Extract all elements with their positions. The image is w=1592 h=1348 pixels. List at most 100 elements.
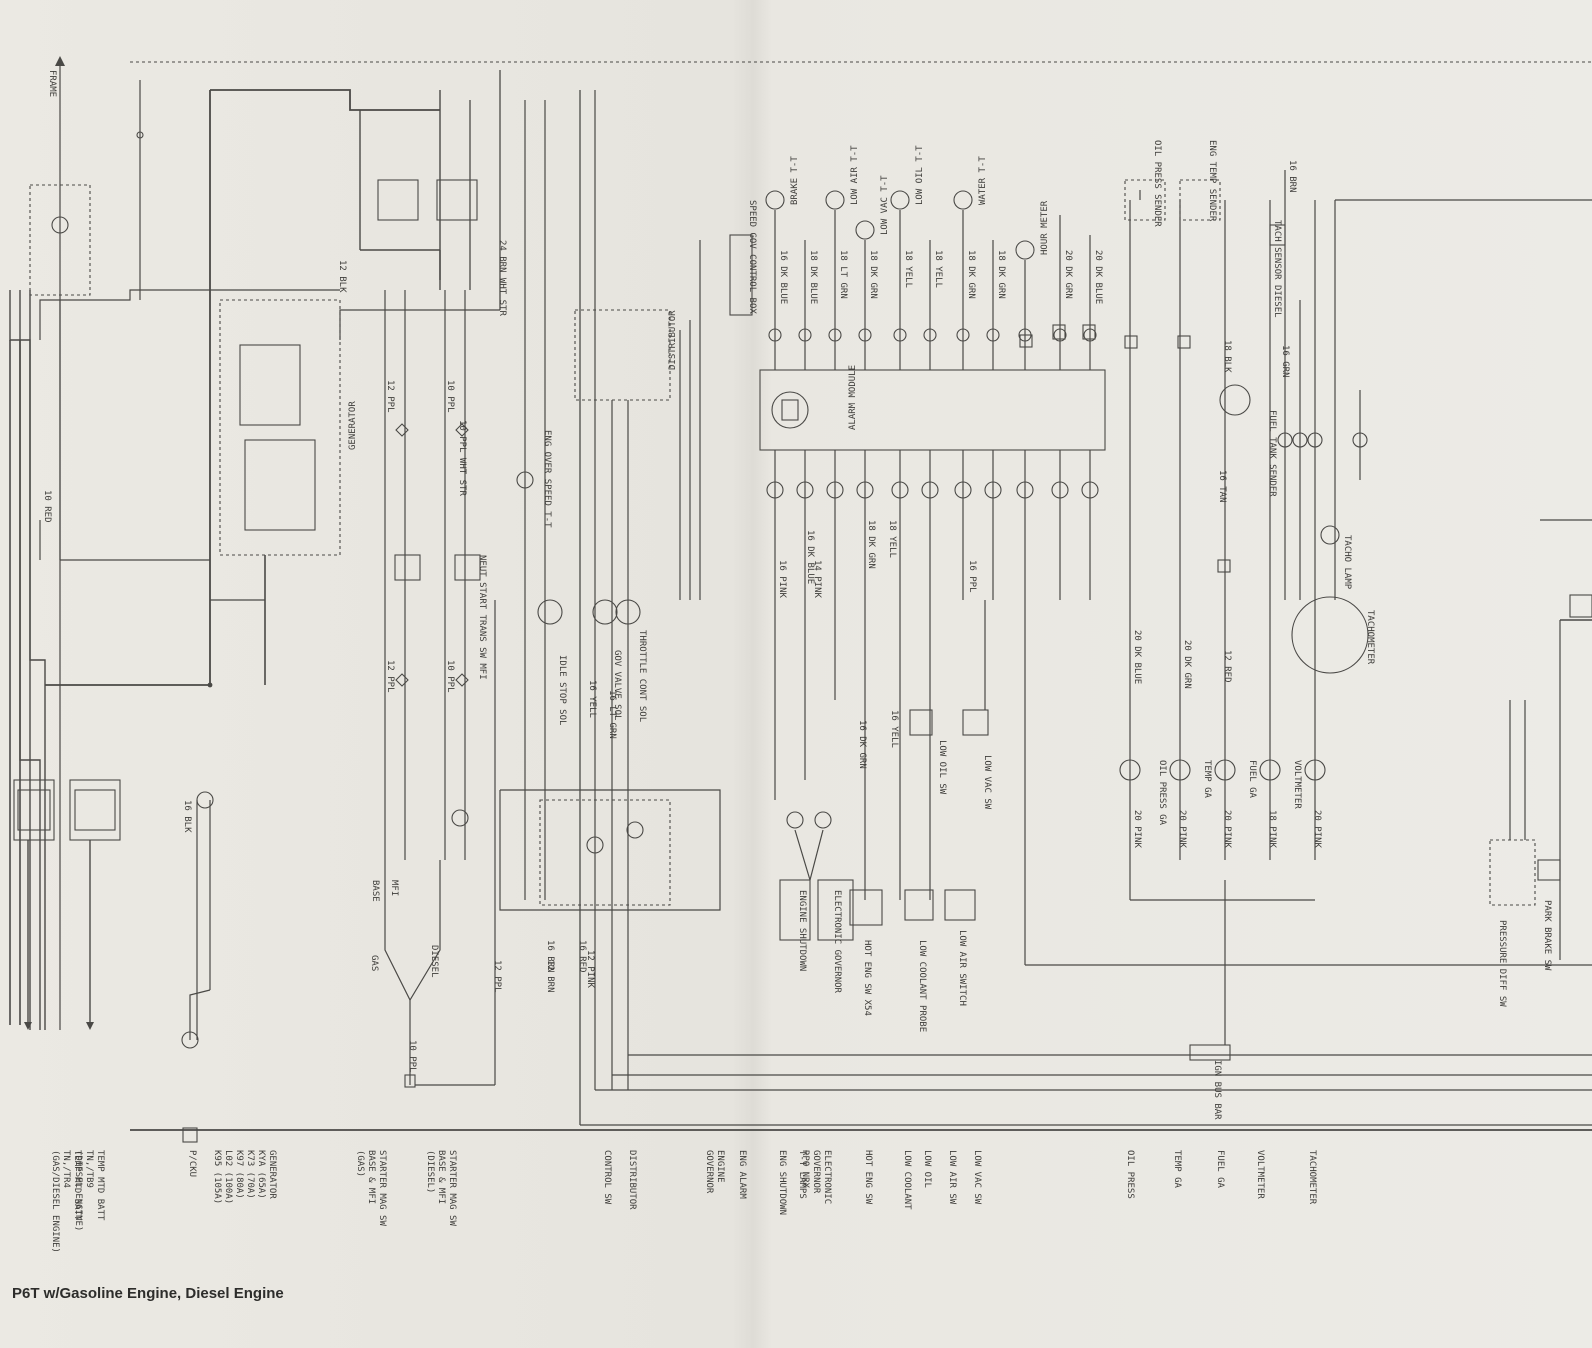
component-label-15: ENGINE SHUTDOWN	[797, 890, 807, 971]
bottom-label-0-2: (GAS/DIESEL ENGINE)	[50, 1150, 60, 1253]
output-connector-0	[766, 481, 784, 499]
gauge-connector-3	[1259, 759, 1281, 781]
bottom-label-5-1: BASE & MFI	[436, 1150, 446, 1204]
diode-icon	[455, 673, 469, 687]
mfi-label: MFI	[389, 880, 399, 896]
eng-shutdown-connector	[786, 811, 804, 829]
alarm-module-label: ALARM MODULE	[848, 365, 858, 430]
bottom-label-11-0: T-T LAMPS	[797, 1150, 807, 1199]
temp-battery-box	[29, 184, 91, 296]
bottom-label-1-2: (DIESEL ENGINE)	[73, 1150, 83, 1231]
component-label-21: LOW VAC SW	[982, 755, 992, 810]
temp-battery-diesel	[69, 779, 121, 841]
bottom-label-6-0: CONTROL SW	[602, 1150, 612, 1205]
gauge-connector-1	[1169, 759, 1191, 781]
wire-label-19: 20 DK GRN	[1182, 640, 1192, 689]
lamp-label-6: WATER T-T	[978, 156, 988, 205]
connector-6	[956, 328, 970, 342]
wire-label-16: 20 PINK	[1222, 810, 1232, 849]
output-connector-6	[954, 481, 972, 499]
bottom-label-10-0: ENG SHUTDOWN	[777, 1150, 787, 1215]
bottom-label-4-1: BASE & MFI	[366, 1150, 376, 1204]
wire-label-29: 16 YELL	[889, 710, 899, 748]
component-label-5: IDLE STOP SOL	[557, 655, 567, 725]
idle-stop-sol	[537, 599, 563, 625]
starter-mag-sw-diesel	[436, 179, 478, 221]
wire-label-27: 10 PPL WHT STR	[457, 420, 467, 496]
wire-label-23: 16 BLK	[182, 800, 192, 833]
component-label-0: OIL PRESS SENDER	[1152, 140, 1162, 227]
output-connector-8	[1016, 481, 1034, 499]
diode-icon	[395, 423, 409, 437]
ground-arrow-icon	[86, 1022, 94, 1030]
gauge-connector-0	[1119, 759, 1141, 781]
wire-label-13: 16 PPL	[967, 560, 977, 593]
ground-arrow-icon	[24, 1022, 32, 1030]
component-label-3: FUEL TANK SENDER	[1267, 410, 1277, 497]
connector	[1569, 594, 1592, 618]
temp-battery-gas	[13, 779, 55, 841]
bottom-label-12-1: GOVERNOR	[811, 1150, 821, 1194]
oil-press-sender	[1124, 179, 1166, 221]
bottom-label-7-0: DISTRIBUTOR	[627, 1150, 637, 1210]
component-label-16: ELECTRONIC GOVERNOR	[832, 890, 842, 994]
wire-label-0: 16 DK BLUE	[778, 250, 788, 304]
bottom-label-3-5: K95 (105A)	[212, 1150, 222, 1204]
battery-cell	[17, 789, 51, 831]
connector-3	[858, 328, 872, 342]
tacho-lamp	[1320, 525, 1340, 545]
gas-label: GAS	[369, 955, 379, 971]
bottom-label-5-2: (DIESEL)	[425, 1150, 435, 1193]
lamp-label-8: HOUR METER	[1040, 200, 1050, 255]
bottom-label-3-0: GENERATOR	[267, 1150, 277, 1199]
wire-label-0: 16 PINK	[777, 560, 787, 599]
component-label-22: IGN BUS BAR	[1212, 1060, 1222, 1120]
term-connector	[196, 791, 214, 809]
distributor-label: DISTRIBUTOR	[668, 310, 678, 370]
bottom-label-19-0: TEMP GA	[1172, 1150, 1182, 1189]
park-brake-sw	[1537, 859, 1561, 881]
lamp-icon-2	[825, 190, 845, 210]
wire-label-33: 12 BRN	[545, 960, 555, 993]
fusible-link-wire	[39, 289, 340, 340]
connector	[1082, 324, 1096, 340]
base-label: BASE	[370, 880, 380, 902]
component-label-7: THROTTLE CONT SOL	[637, 630, 647, 722]
bottom-label-14-0: LOW COOLANT	[902, 1150, 912, 1210]
bottom-label-3-2: K73 (70A)	[245, 1150, 255, 1199]
wire-label-6: 10 PPL	[445, 380, 455, 413]
connector	[404, 1074, 416, 1088]
connector	[1124, 335, 1138, 349]
eng-shutdown-connector	[814, 811, 832, 829]
connector-10	[1083, 328, 1097, 342]
main-red-wire	[45, 90, 211, 686]
bottom-label-20-0: FUEL GA	[1215, 1150, 1225, 1189]
wire-label-5: 18 YELL	[933, 250, 943, 288]
bottom-label-8-0: ENGINE	[715, 1150, 725, 1183]
bottom-label-8-1: GOVERNOR	[704, 1150, 714, 1194]
lamp-icon-8	[1015, 240, 1035, 260]
bottom-label-12-0: ELECTRONIC	[822, 1150, 832, 1204]
connector	[1177, 335, 1191, 349]
bottom-label-1-1: TN,/TB9	[84, 1150, 94, 1188]
wire-label-25: 18 BLK	[1222, 340, 1232, 373]
wire-label-2: 16 DK BLUE	[805, 530, 815, 584]
lamp-icon-3	[855, 220, 875, 240]
battery-connector	[51, 216, 69, 234]
ign-bus-bar	[1189, 1044, 1231, 1061]
component-label-4: SPEED GOV CONTROL BOX	[747, 200, 757, 314]
connector	[1052, 324, 1066, 340]
lamp-icon-0	[765, 190, 785, 210]
bottom-label-1-0: TEMP MTD BATT	[95, 1150, 105, 1221]
bottom-label-9-0: ENG ALARM	[737, 1150, 747, 1199]
tach-connector-2	[1307, 432, 1323, 448]
wire-label-2: 18 LT GRN	[838, 250, 848, 299]
wire-label-32: 12 PINK	[585, 950, 595, 989]
component-label-24: PARK BRAKE SW	[1542, 900, 1552, 971]
battery-cell	[74, 789, 116, 831]
bottom-label-13-0: HOT ENG SW	[863, 1150, 873, 1205]
starter-mag-sw-gas	[377, 179, 419, 221]
low-oil-sw-box	[909, 709, 933, 736]
